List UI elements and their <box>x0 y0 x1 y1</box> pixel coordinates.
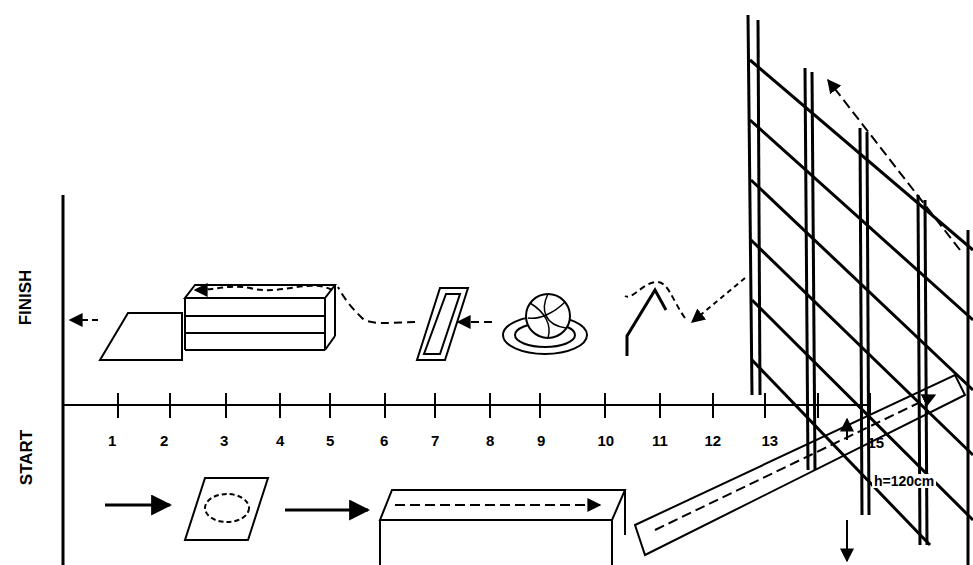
finish-arrow <box>70 319 98 321</box>
distance-number: 3 <box>220 433 228 448</box>
balance-beam-side <box>379 520 381 565</box>
hurdle <box>627 290 666 356</box>
distance-number: 6 <box>380 433 388 448</box>
mat <box>185 478 268 540</box>
balance-beam-side <box>624 490 626 535</box>
ball-seams <box>528 294 566 338</box>
distance-number: 9 <box>537 433 545 448</box>
weave-path <box>338 287 415 323</box>
climb-path <box>828 80 960 250</box>
start-finish-line <box>62 195 65 565</box>
roll-path <box>205 494 249 522</box>
height-dimension: h=120cm <box>872 474 936 488</box>
distance-number: 2 <box>160 433 168 448</box>
distance-number: 7 <box>431 433 439 448</box>
walk-path <box>395 504 600 506</box>
height-arrow <box>846 520 848 561</box>
distance-number: 12 <box>705 433 722 448</box>
balance-beam-top <box>380 490 625 520</box>
hurdle-path <box>625 282 685 318</box>
distance-number: 4 <box>276 433 284 448</box>
distance-number: 13 <box>762 433 779 448</box>
finish-mat <box>100 313 182 360</box>
balance-beam <box>379 520 381 565</box>
side-label: START <box>18 429 35 484</box>
crawl-frame <box>417 288 468 360</box>
distance-number: 5 <box>326 433 334 448</box>
vaulting-box <box>185 285 335 350</box>
distance-number: 11 <box>652 433 668 448</box>
balance-beam-side <box>611 520 613 565</box>
distance-number: 15 <box>868 435 885 450</box>
distance-number: 10 <box>598 433 615 448</box>
direction-arrow <box>458 321 492 323</box>
side-label: FINISH <box>17 269 34 325</box>
distance-ruler <box>63 404 870 406</box>
distance-number: 8 <box>486 433 494 448</box>
height-arrow <box>846 419 848 440</box>
climbing-wall <box>748 15 973 565</box>
ramp-path <box>655 395 935 530</box>
jump-path <box>692 278 745 322</box>
direction-arrow <box>105 504 170 507</box>
distance-number: 1 <box>108 433 116 448</box>
ball <box>526 294 570 338</box>
ruler-ticks <box>118 393 870 418</box>
direction-arrow <box>285 509 368 512</box>
crawl-frame-inner <box>424 294 460 354</box>
vault-path <box>195 286 332 290</box>
